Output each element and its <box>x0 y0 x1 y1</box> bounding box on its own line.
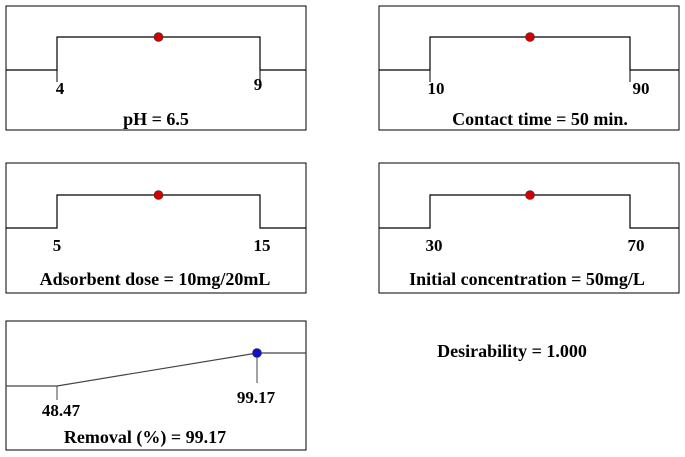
factor-caption: Contact time = 50 min. <box>452 109 628 129</box>
high-limit-label: 15 <box>254 236 271 255</box>
low-limit-label: 10 <box>428 79 445 98</box>
low-limit-label: 4 <box>56 79 65 98</box>
current-setting-marker <box>525 190 535 200</box>
response-caption: Removal (%) = 99.17 <box>64 427 226 448</box>
ramp-curve <box>6 352 306 387</box>
ramp-panel-adsorbent-dose: 5 15 Adsorbent dose = 10mg/20mL <box>5 162 307 294</box>
ramp-curve <box>379 36 679 71</box>
high-limit-label: 70 <box>628 236 645 255</box>
current-setting-marker <box>153 32 164 42</box>
ramp-curve <box>379 194 679 229</box>
low-limit-label: 5 <box>53 236 62 255</box>
ramp-curve <box>6 36 306 71</box>
factor-caption: Initial concentration = 50mg/L <box>409 269 645 289</box>
current-setting-marker <box>153 190 164 200</box>
desirability-label: Desirability = 1.000 <box>437 341 587 361</box>
factor-caption: pH = 6.5 <box>123 109 189 129</box>
ramp-panel-contact-time: 10 90 Contact time = 50 min. <box>378 5 680 131</box>
current-setting-marker <box>252 348 262 358</box>
ramp-panel-initial-concentration: 30 70 Initial concentration = 50mg/L <box>378 162 680 294</box>
ramp-panel-removal: 48.47 99.17 Removal (%) = 99.17 <box>5 320 307 451</box>
current-setting-marker <box>525 32 535 42</box>
low-limit-label: 30 <box>426 236 443 255</box>
ramp-panel-ph: 4 9 pH = 6.5 <box>5 5 307 131</box>
low-limit-label: 48.47 <box>42 401 81 420</box>
high-limit-label: 99.17 <box>237 388 276 407</box>
high-limit-label: 9 <box>254 75 263 94</box>
panel-frame <box>5 5 307 131</box>
high-limit-label: 90 <box>633 79 650 98</box>
factor-caption: Adsorbent dose = 10mg/20mL <box>40 269 271 289</box>
panel-frame <box>378 5 680 131</box>
ramp-curve <box>6 194 306 229</box>
